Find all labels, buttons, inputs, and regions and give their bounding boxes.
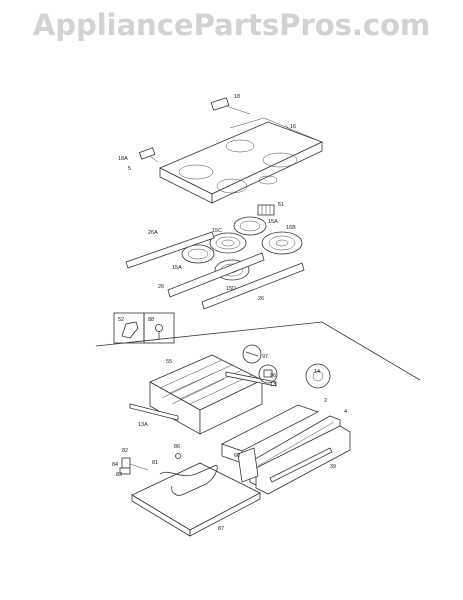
surface-element-15C: [209, 232, 247, 254]
bracket-26-right: [201, 262, 305, 310]
label-13: 13: [270, 382, 276, 388]
label-15A-top: 15A: [268, 219, 278, 225]
bake-element-81: [159, 464, 218, 496]
label-84: 84: [112, 462, 118, 468]
label-4: 4: [344, 409, 347, 415]
rail-13A: [129, 403, 179, 421]
drawer-front-39: [255, 425, 351, 495]
terminal-block-51: [257, 204, 275, 216]
screw-86: [175, 453, 181, 459]
label-88: 88: [148, 317, 154, 323]
label-26-right: 26: [258, 296, 264, 302]
label-15A-left: 15A: [172, 265, 182, 271]
label-14: 14: [314, 369, 320, 375]
clip-96: [258, 364, 278, 384]
label-55: 55: [166, 359, 172, 365]
label-18: 18: [234, 94, 240, 100]
bracket-26-left: [167, 252, 265, 298]
bracket-26A: [125, 231, 215, 269]
label-86: 86: [174, 444, 180, 450]
label-5: 5: [128, 166, 131, 172]
surface-element-15A-left: [181, 244, 215, 264]
knob-14: [305, 363, 331, 389]
base-pan-87: [131, 462, 261, 537]
drawer-slide-60: [237, 447, 259, 483]
label-15C: 15C: [212, 228, 222, 234]
surface-element-16B: [261, 231, 303, 255]
broiler-rack-55: [149, 354, 263, 435]
label-82: 82: [122, 448, 128, 454]
label-96: 96: [270, 373, 276, 379]
section-divider-line: [95, 321, 421, 381]
rail-13: [225, 371, 277, 387]
control-knob-part-18: [210, 97, 230, 111]
label-16: 16: [290, 124, 296, 130]
label-97: 97: [262, 354, 268, 360]
label-81: 81: [152, 460, 158, 466]
label-51: 51: [278, 202, 284, 208]
label-26A: 26A: [148, 230, 158, 236]
label-52: 52: [118, 317, 124, 323]
inset-box-88: [143, 312, 175, 344]
cooktop-part: [159, 117, 324, 204]
label-39: 39: [330, 464, 336, 470]
label-15D: 15D: [226, 286, 236, 292]
sensor-82-84-83: [119, 457, 149, 475]
label-26-left: 26: [158, 284, 164, 290]
label-83: 83: [116, 472, 122, 478]
watermark-text: AppliancePartsPros.com: [32, 8, 431, 42]
label-16B: 16B: [286, 225, 296, 231]
label-2: 2: [324, 398, 327, 404]
label-60: 60: [234, 453, 240, 459]
label-18A: 18A: [118, 156, 128, 162]
screw-97: [242, 344, 262, 364]
label-13A: 13A: [138, 422, 148, 428]
label-87: 87: [218, 526, 224, 532]
end-cap-part-18A: [138, 147, 156, 160]
surface-element-15A-top: [233, 216, 267, 236]
